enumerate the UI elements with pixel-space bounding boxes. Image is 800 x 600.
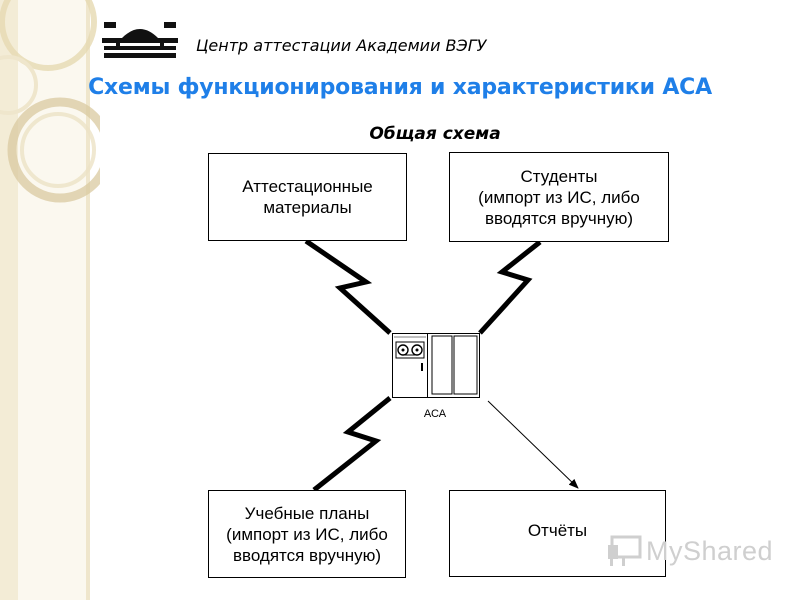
watermark: MyShared: [606, 535, 773, 567]
watermark-text: MyShared: [646, 535, 774, 566]
decorative-rings: [0, 0, 100, 600]
node-reports: Отчёты: [449, 490, 666, 577]
edge-plans-to-aca: [312, 396, 392, 492]
edge-students-to-aca: [478, 240, 542, 335]
node-attestation-materials: Аттестационные материалы: [208, 153, 407, 241]
academy-logo: [102, 22, 178, 58]
presentation-board-icon: [608, 535, 642, 566]
page-title: Схемы функционирования и характеристики …: [88, 75, 712, 100]
diagram-subtitle: Общая схема: [369, 124, 501, 144]
node-study-plans: Учебные планы (импорт из ИС, либо вводят…: [208, 490, 406, 578]
node-reports-label: Отчёты: [527, 521, 588, 540]
edge-aca-to-reports: [487, 400, 579, 489]
organization-name: Центр аттестации Академии ВЭГУ: [196, 36, 487, 55]
node-students: Студенты (импорт из ИС, либо вводятся вр…: [449, 152, 669, 242]
server-computer-icon: [392, 333, 480, 398]
server-label: АСА: [423, 408, 447, 420]
edge-materials-to-aca: [304, 238, 392, 335]
